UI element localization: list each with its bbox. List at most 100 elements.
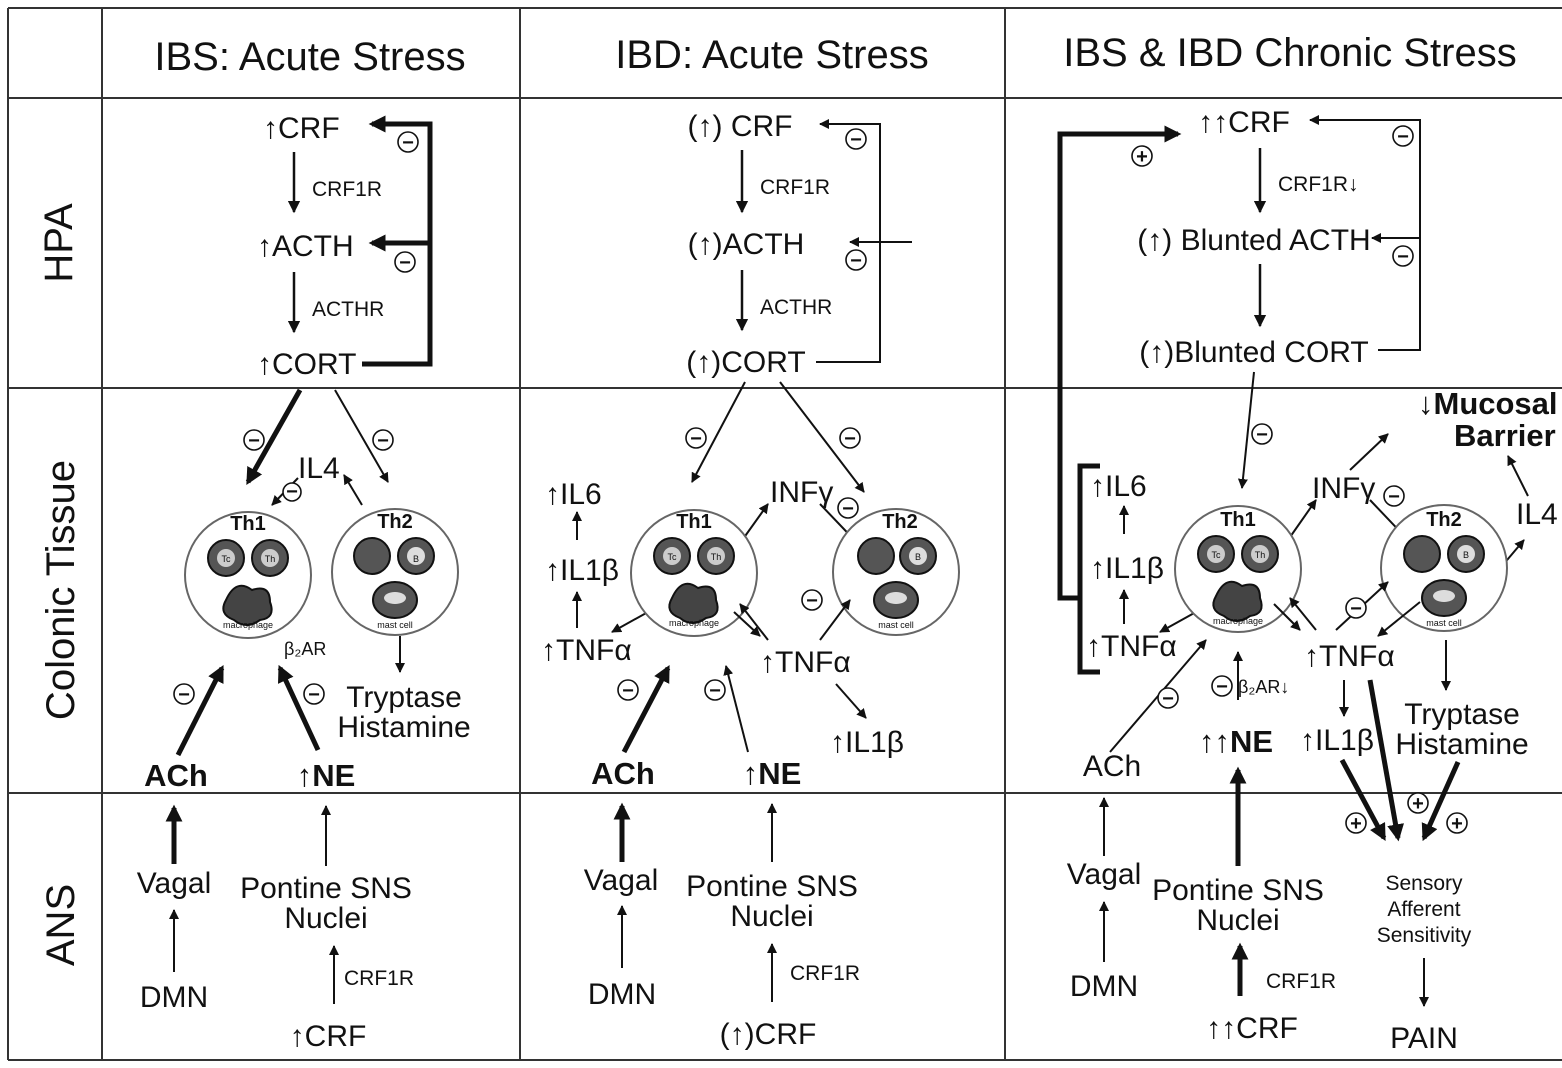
chronic-dmn-label: DMN (1070, 970, 1138, 1003)
ibd-crf1r-label: CRF1R (760, 176, 830, 199)
ibd-feedback-minus-crf: − (845, 128, 867, 151)
svg-text:−: − (806, 590, 818, 612)
svg-text:B: B (1463, 550, 1469, 560)
ibs-th1-label: Th1 (230, 513, 266, 535)
chronic-ans-crf-label: ↑↑CRF (1206, 1012, 1298, 1045)
chronic-barrier-label: Barrier (1454, 418, 1556, 453)
chronic-ans-crf1r-label: CRF1R (1266, 970, 1336, 993)
svg-text:Th: Th (265, 554, 276, 564)
svg-text:macrophage: macrophage (1213, 616, 1263, 626)
svg-text:−: − (842, 498, 854, 520)
ibs-crf1r-label: CRF1R (312, 178, 382, 201)
svg-text:−: − (850, 250, 862, 272)
svg-text:−: − (178, 684, 190, 706)
chronic-il6-label: ↑IL6 (1090, 470, 1147, 503)
ibs-tryptase-label: Tryptase (346, 681, 462, 714)
svg-text:mast cell: mast cell (1426, 618, 1462, 628)
svg-text:+: + (1451, 813, 1463, 835)
ibd-tnfa-mid-label: ↑TNFα (760, 646, 851, 679)
ibd-th1-label: Th1 (676, 511, 712, 533)
chronic-il1b-mid-label: ↑IL1β (1300, 724, 1374, 757)
ibs-th2-label: Th2 (377, 511, 413, 533)
svg-text:−: − (377, 430, 389, 452)
ibd-acute-column: (↑) CRF CRF1R (↑)ACTH ACTHR (↑)CORT − − … (541, 110, 960, 1051)
column-header-ibd-acute: IBD: Acute Stress (615, 33, 928, 77)
ibs-minus-ne: − (303, 683, 325, 706)
chronic-feedback-plus-crf: + (1131, 145, 1153, 168)
ibd-acth-label: (↑)ACTH (688, 228, 805, 261)
chronic-feedback-minus-acth: − (1392, 245, 1414, 268)
ibd-minus-tnfa-th2: − (801, 589, 823, 612)
svg-text:−: − (1256, 424, 1268, 446)
svg-text:−: − (1388, 486, 1400, 508)
chronic-plus-histamine: + (1446, 812, 1468, 835)
ibs-th1-cell-cluster: Th1 macrophage (184, 511, 312, 639)
chronic-il1b-left-label: ↑IL1β (1090, 552, 1164, 585)
svg-text:+: + (1412, 793, 1424, 815)
ibd-minus-infg: − (837, 497, 859, 520)
ibd-il1b-left-label: ↑IL1β (545, 554, 619, 587)
ibd-minus-ach: − (617, 679, 639, 702)
chronic-minus-b2ar: − (1211, 675, 1233, 698)
ibd-tnfa-left-label: ↑TNFα (541, 634, 632, 667)
svg-text:−: − (709, 680, 721, 702)
chronic-tnfa-left-label: ↑TNFα (1086, 630, 1177, 663)
svg-text:−: − (1162, 688, 1174, 710)
svg-text:−: − (1397, 246, 1409, 268)
ibs-vagal-label: Vagal (137, 867, 212, 900)
chronic-minus-cort-th1: − (1251, 423, 1273, 446)
ibd-nuclei-label: Nuclei (730, 900, 813, 933)
ibd-minus-th1: − (685, 427, 707, 450)
chronic-pontine-label: Pontine SNS (1152, 874, 1324, 907)
svg-text:−: − (690, 428, 702, 450)
ibd-ne-label: ↑NE (743, 756, 802, 791)
ibs-cort-label: ↑CORT (257, 348, 356, 381)
chronic-infg-label: INFγ (1312, 472, 1375, 505)
ibd-minus-th2: − (839, 427, 861, 450)
ibd-vagal-label: Vagal (584, 864, 659, 897)
svg-text:−: − (844, 428, 856, 450)
chronic-tryptase-label: Tryptase (1404, 698, 1520, 731)
chronic-feedback-minus-crf: − (1392, 125, 1414, 148)
ibd-th1-cell-cluster: Th1 macrophage (630, 509, 758, 637)
chronic-cort-label: (↑)Blunted CORT (1139, 336, 1369, 369)
chronic-crf-label: ↑↑CRF (1198, 106, 1290, 139)
ibd-il1b-mid-label: ↑IL1β (830, 726, 904, 759)
ibs-il4-label: IL4 (298, 452, 340, 485)
ibd-infg-label: INFγ (770, 476, 833, 509)
ibs-th2-cell-cluster: Th2 mast cell (331, 508, 459, 636)
svg-text:−: − (1216, 676, 1228, 698)
chronic-tnfa-mid-label: ↑TNFα (1304, 640, 1395, 673)
chronic-crf1r-label: CRF1R↓ (1278, 173, 1359, 196)
ibs-ne-label: ↑NE (297, 758, 356, 793)
chronic-acth-label: (↑) Blunted ACTH (1137, 224, 1370, 257)
chronic-il4-label: IL4 (1516, 498, 1558, 531)
chronic-nuclei-label: Nuclei (1196, 904, 1279, 937)
svg-text:−: − (1350, 598, 1362, 620)
svg-text:Th: Th (711, 552, 722, 562)
ibs-feedback-minus-crf: − (397, 131, 419, 154)
chronic-minus-tnfa-th2: − (1345, 597, 1367, 620)
chronic-ach-label: ACh (1083, 750, 1141, 783)
svg-text:macrophage: macrophage (223, 620, 273, 630)
chronic-mucosal-label: ↓Mucosal (1418, 386, 1558, 421)
chronic-sensory-label: Sensory (1385, 872, 1463, 895)
svg-text:mast cell: mast cell (878, 620, 914, 630)
ibs-dmn-label: DMN (140, 981, 208, 1014)
svg-text:mast cell: mast cell (377, 620, 413, 630)
grid-lines (7, 7, 1562, 1061)
ibs-nuclei-label: Nuclei (284, 902, 367, 935)
chronic-minus-infg: − (1383, 485, 1405, 508)
chronic-th1-label: Th1 (1220, 509, 1256, 531)
chronic-histamine-label: Histamine (1395, 728, 1528, 761)
ibs-minus-il4: − (282, 481, 302, 503)
ibd-ach-label: ACh (591, 756, 655, 791)
ibs-acute-column: ↑CRF CRF1R ↑ACTH ACTHR ↑CORT − − − − IL4… (137, 112, 471, 1053)
svg-text:Tc: Tc (1212, 550, 1222, 560)
svg-text:Tc: Tc (668, 552, 678, 562)
ibd-th2-label: Th2 (882, 511, 918, 533)
row-header-colonic-tissue: Colonic Tissue (39, 460, 83, 720)
ibd-dmn-label: DMN (588, 978, 656, 1011)
chronic-sensitivity-label: Sensitivity (1377, 924, 1472, 947)
